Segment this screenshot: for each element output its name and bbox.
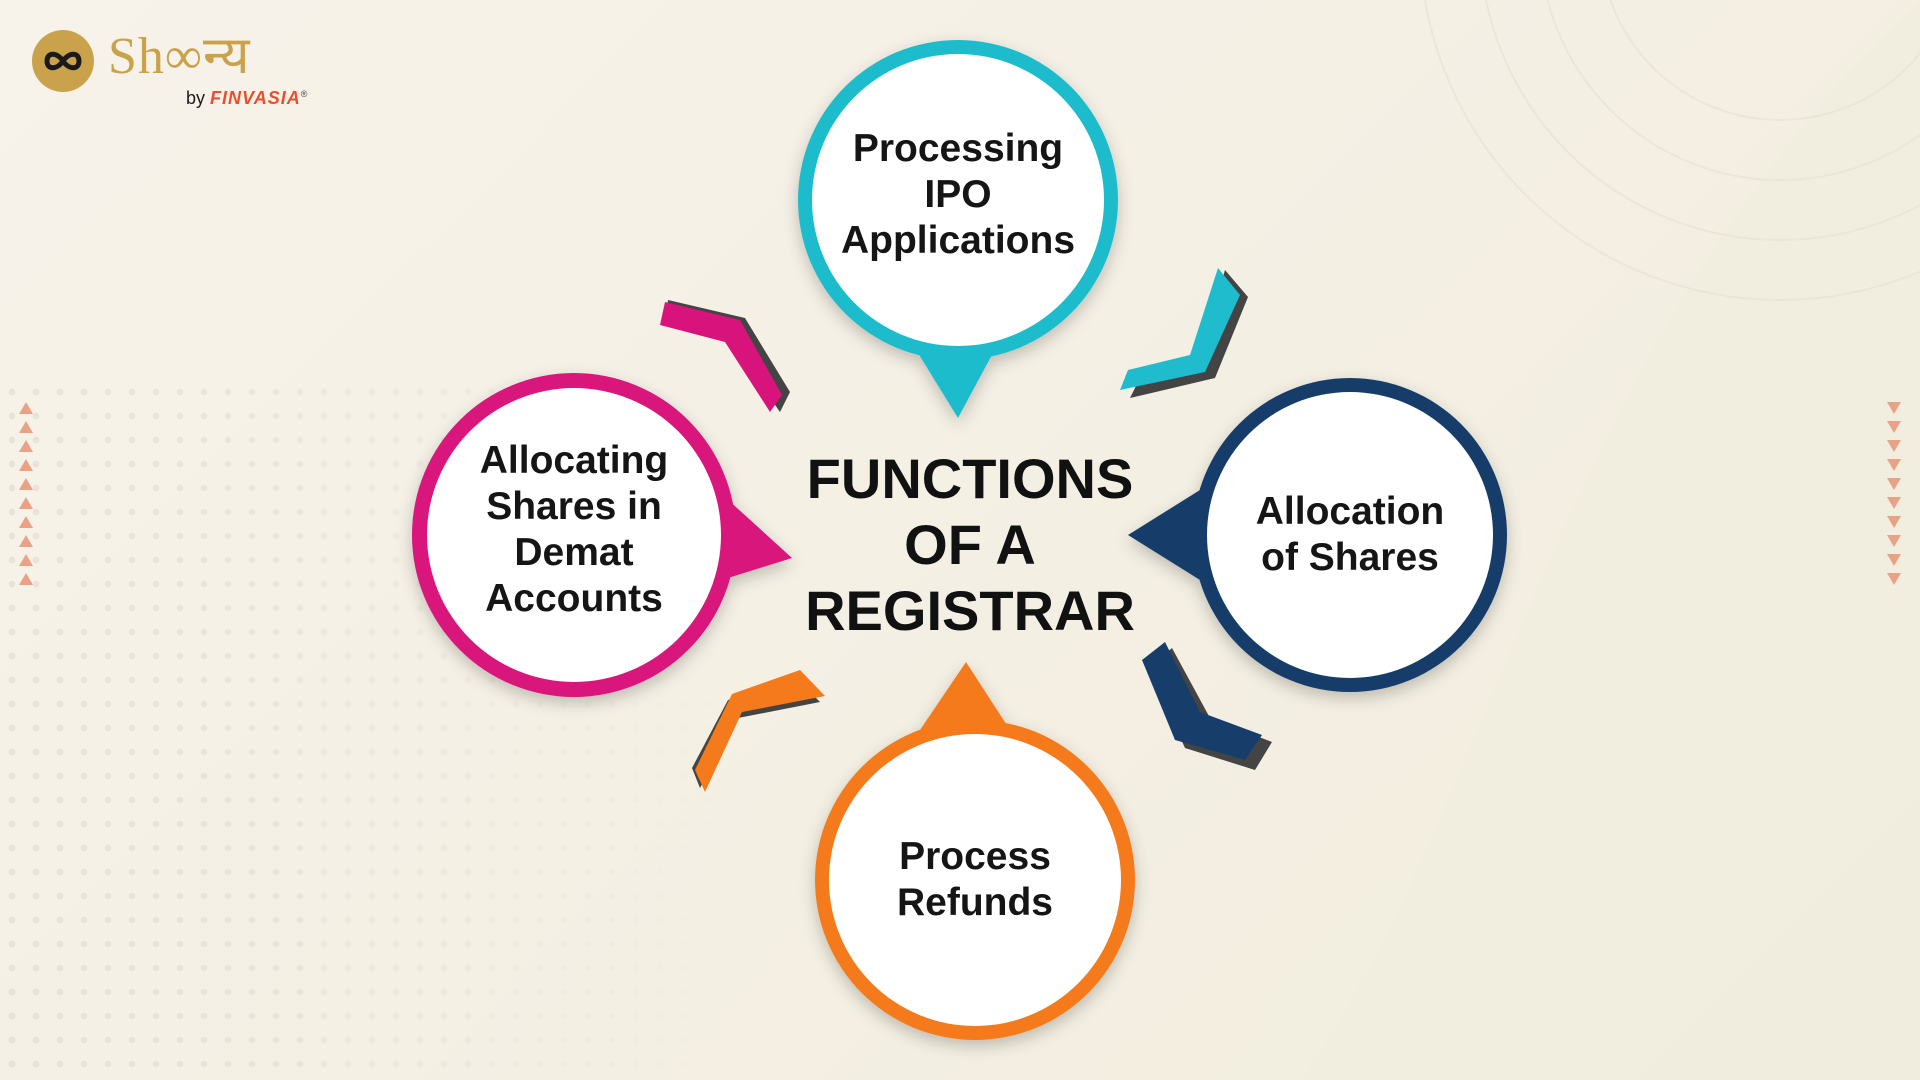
triangle-up-icon [19, 554, 33, 566]
chevron-top-left [660, 300, 790, 412]
node-label-processing-ipo: Processing IPO Applications [840, 127, 1076, 262]
triangle-up-icon [19, 421, 33, 433]
triangle-down-icon [1887, 440, 1901, 452]
node-label-allocation-of-shares: Allocation of Shares [1255, 490, 1445, 579]
triangle-up-icon [19, 440, 33, 452]
triangle-down-icon [1887, 402, 1901, 414]
node-label-process-refunds: Process Refunds [897, 835, 1053, 924]
triangle-down-icon [1887, 459, 1901, 471]
triangle-down-icon [1887, 516, 1901, 528]
logo-brand: FINVASIA [210, 88, 301, 108]
triangle-up-icon [19, 478, 33, 490]
right-triangle-column [1882, 402, 1906, 592]
triangle-up-icon [19, 459, 33, 471]
triangle-down-icon [1887, 554, 1901, 566]
triangle-up-icon [19, 535, 33, 547]
triangle-up-icon [19, 573, 33, 585]
triangle-up-icon [19, 516, 33, 528]
triangle-up-icon [19, 402, 33, 414]
node-processing-ipo [798, 40, 1118, 418]
trademark-symbol: ® [300, 89, 308, 99]
triangle-down-icon [1887, 421, 1901, 433]
triangle-down-icon [1887, 497, 1901, 509]
logo-byline: by FINVASIA® [186, 88, 307, 109]
logo-wordmark: Sh∞न्य [108, 28, 251, 85]
chevron-bottom-left [692, 670, 825, 792]
triangle-down-icon [1887, 573, 1901, 585]
shoonya-logo[interactable]: Sh∞न्य by FINVASIA® [30, 26, 330, 116]
logo-by-text: by [186, 88, 206, 108]
diagram-title: FUNCTIONS OF A REGISTRAR [805, 447, 1135, 642]
node-allocation-of-shares [1128, 378, 1507, 692]
left-triangle-column [14, 402, 38, 592]
chevron-bottom-right [1142, 642, 1272, 770]
chevron-top-right [1120, 268, 1248, 398]
node-label-demat-accounts: Allocating Shares in Demat Accounts [479, 439, 669, 620]
node-process-refunds [815, 662, 1135, 1040]
triangle-down-icon [1887, 535, 1901, 547]
infinity-icon [32, 30, 94, 92]
triangle-down-icon [1887, 478, 1901, 490]
triangle-up-icon [19, 497, 33, 509]
node-demat-accounts [412, 373, 792, 697]
